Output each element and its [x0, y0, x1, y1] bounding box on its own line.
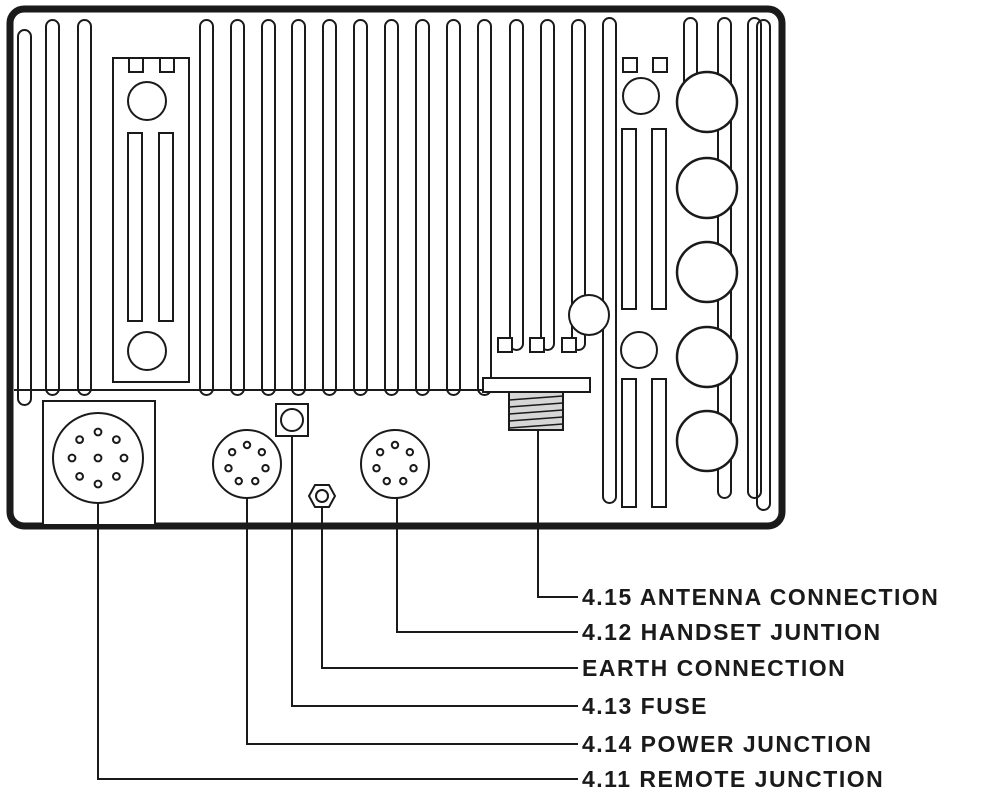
earth-connection-label: EARTH CONNECTION — [582, 655, 846, 681]
cooling-fin — [45, 19, 60, 396]
right-connector-block — [568, 57, 739, 508]
earth-leader-line — [321, 507, 578, 669]
handset-junction-pin — [372, 464, 381, 473]
cooling-fin — [540, 19, 555, 351]
handset-junction-pin — [399, 476, 408, 486]
cooling-fin — [230, 19, 245, 396]
cooling-fin — [17, 29, 32, 406]
left-rail-2 — [158, 132, 174, 322]
fuse-holder — [275, 403, 309, 437]
handset-junction-socket — [360, 429, 430, 499]
cooling-fin — [477, 19, 492, 396]
device-chassis — [6, 5, 786, 530]
power-junction-pin — [234, 476, 243, 486]
cooling-fin — [571, 19, 586, 351]
power-junction-pin — [251, 476, 260, 486]
left-rail-1 — [127, 132, 143, 322]
cooling-fin — [77, 19, 92, 396]
left-lower-knob — [127, 331, 167, 371]
leader-lines — [97, 431, 578, 780]
cooling-fin — [756, 19, 771, 511]
power-junction-pin — [224, 464, 233, 473]
cooling-fin — [747, 17, 762, 499]
remote-junction-pin — [93, 453, 103, 463]
remote-junction-pin — [75, 435, 85, 445]
remote-junction-pin — [111, 471, 121, 481]
large-socket-4 — [675, 325, 739, 389]
large-socket-5 — [675, 409, 739, 473]
fuse-label: 4.13 FUSE — [582, 693, 708, 719]
power-junction-pin — [261, 464, 270, 473]
right-side-knob — [568, 294, 610, 336]
remote-junction-pins — [67, 427, 129, 489]
cooling-fin — [322, 19, 337, 396]
cooling-fin — [509, 19, 524, 351]
power-junction-pins — [224, 440, 270, 486]
large-socket-1 — [675, 70, 739, 134]
cooling-fin — [602, 17, 617, 504]
antenna-slot-3 — [561, 337, 577, 353]
power-junction-label: 4.14 POWER JUNCTION — [582, 731, 873, 757]
power-junction-socket — [212, 429, 282, 499]
handset-junction-label: 4.12 HANDSET JUNTION — [582, 619, 882, 645]
power-junction-pin — [242, 440, 252, 450]
handset-junction-pin — [405, 447, 415, 457]
handset-junction-connector — [360, 429, 430, 499]
antenna-slot-1 — [497, 337, 513, 353]
left-slot-2 — [159, 57, 175, 73]
power-junction-pin — [227, 447, 237, 457]
handset-leader-line — [396, 497, 578, 633]
large-socket-2 — [675, 156, 739, 220]
right-small-knob-top — [622, 77, 660, 115]
remote-junction-pin — [93, 479, 103, 489]
antenna-leader-line — [537, 431, 578, 598]
handset-junction-pins — [372, 440, 418, 486]
antenna-slot-2 — [529, 337, 545, 353]
power-junction-pin — [257, 447, 267, 457]
remote-junction-pin — [67, 453, 77, 463]
right-rail-1 — [621, 128, 637, 310]
fuse-cap — [280, 408, 304, 432]
earth-terminal-bolt — [315, 489, 329, 503]
cooling-fin — [199, 19, 214, 396]
handset-junction-pin — [382, 476, 391, 486]
left-upper-block — [112, 57, 190, 383]
antenna-connection-label: 4.15 ANTENNA CONNECTION — [582, 584, 939, 610]
handset-junction-pin — [390, 440, 400, 450]
remote-junction-pin — [111, 435, 121, 445]
power-junction-connector — [212, 429, 282, 499]
callout-labels: 4.15 ANTENNA CONNECTION 4.12 HANDSET JUN… — [582, 584, 939, 792]
right-rail-2 — [651, 128, 667, 310]
left-slot-1 — [128, 57, 144, 73]
left-upper-knob — [127, 81, 167, 121]
right-small-knob-bottom — [620, 331, 658, 369]
right-slot-2 — [652, 57, 668, 73]
right-rail-4 — [651, 378, 667, 508]
remote-junction-pin — [119, 453, 129, 463]
cooling-fin — [446, 19, 461, 396]
cooling-fin — [291, 19, 306, 396]
right-slot-1 — [622, 57, 638, 73]
handset-junction-pin — [409, 464, 418, 473]
cooling-fin — [261, 19, 276, 396]
cooling-fin — [415, 19, 430, 396]
remote-junction-pin — [93, 427, 103, 437]
cooling-fin — [353, 19, 368, 396]
right-rail-3 — [621, 378, 637, 508]
large-socket-3 — [675, 240, 739, 304]
remote-junction-label: 4.11 REMOTE JUNCTION — [582, 766, 884, 792]
antenna-threads — [508, 395, 564, 429]
power-leader-line — [246, 498, 578, 745]
cooling-fin — [384, 19, 399, 396]
fuse-leader-line — [291, 436, 578, 707]
handset-junction-pin — [375, 447, 385, 457]
remote-junction-pin — [75, 471, 85, 481]
remote-leader-line — [97, 503, 578, 780]
antenna-base-plate — [482, 377, 591, 393]
cooling-fins — [17, 17, 771, 511]
earth-terminal — [307, 484, 337, 508]
